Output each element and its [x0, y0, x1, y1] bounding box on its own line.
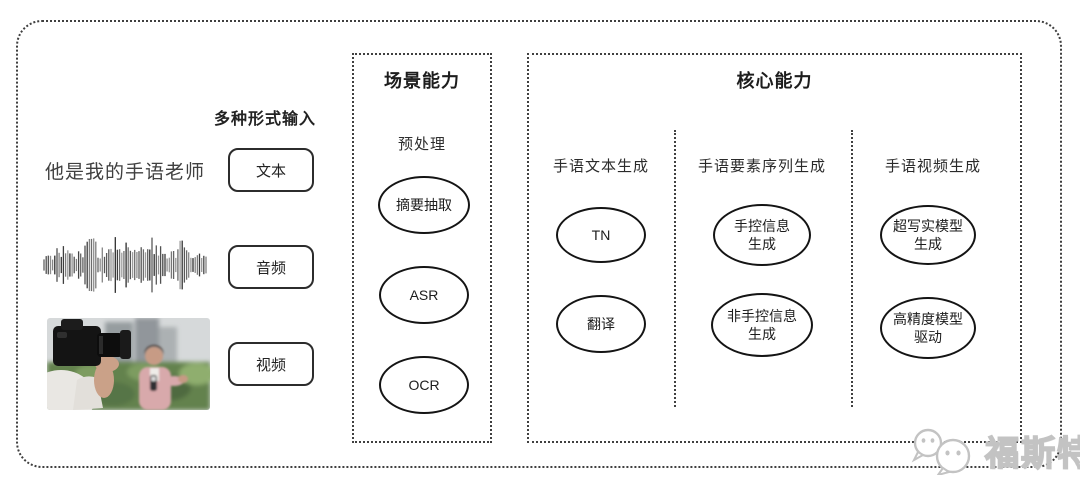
node-high-precision-model-driving: 高精度模型 驱动	[880, 297, 976, 359]
core-capability-box: 核心能力 手语文本生成 手语要素序列生成 手语视频生成 TN 翻译 手控信息 生…	[527, 53, 1022, 443]
scene-box-title: 场景能力	[384, 71, 460, 91]
input-type-text: 文本	[228, 148, 314, 192]
node-summary-extraction: 摘要抽取	[378, 176, 470, 234]
preprocess-label: 预处理	[397, 136, 446, 153]
node-asr: ASR	[379, 266, 469, 324]
column-divider-2	[851, 130, 853, 407]
node-non-manual-info-generation: 非手控信息 生成	[711, 293, 813, 357]
watermark-text: 福斯特	[984, 434, 1080, 474]
node-hyperrealistic-model-generation: 超写实模型 生成	[880, 205, 976, 265]
outer-border	[16, 20, 1062, 468]
column-divider-1	[674, 130, 676, 407]
sample-sentence: 他是我的手语老师	[45, 162, 206, 183]
node-tn: TN	[556, 207, 646, 263]
wechat-logo-icon	[911, 428, 971, 475]
column-title-text-generation: 手语文本生成	[552, 158, 650, 175]
scene-capability-box: 场景能力 预处理 摘要抽取 ASR OCR	[352, 53, 492, 443]
column-title-element-sequence-generation: 手语要素序列生成	[697, 158, 827, 175]
input-section-label: 多种形式输入	[214, 111, 317, 128]
input-type-audio: 音频	[228, 245, 314, 289]
node-translation: 翻译	[556, 295, 646, 353]
core-box-title: 核心能力	[736, 71, 813, 91]
column-title-video-generation: 手语视频生成	[884, 158, 982, 175]
input-type-video: 视频	[228, 342, 314, 386]
node-manual-info-generation: 手控信息 生成	[713, 204, 811, 266]
audio-waveform-icon	[42, 233, 208, 297]
cameraman	[47, 319, 131, 410]
reporter	[139, 345, 188, 410]
node-ocr: OCR	[379, 356, 469, 414]
interview-photo	[47, 318, 210, 410]
watermark: 福斯特	[903, 426, 1080, 475]
